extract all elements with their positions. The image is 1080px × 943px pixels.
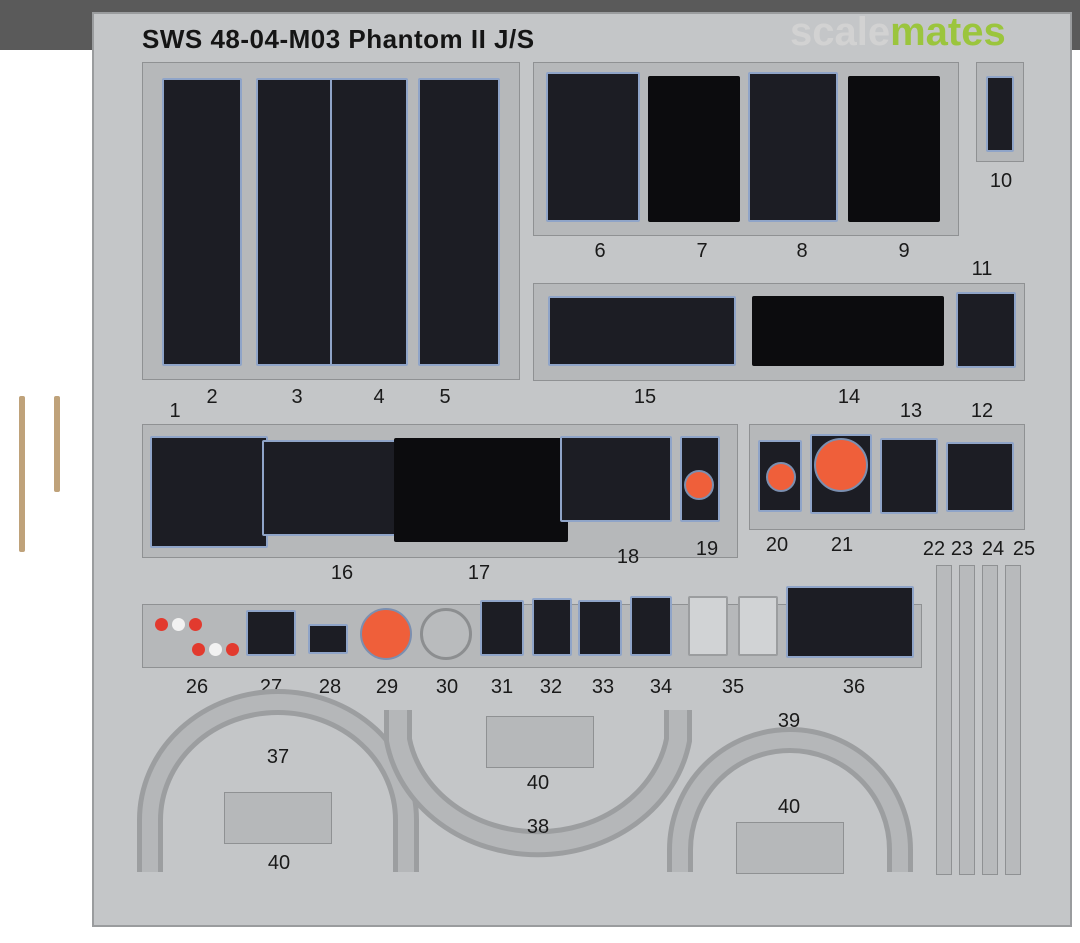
brass-rod bbox=[19, 396, 25, 552]
part-label-16: 16 bbox=[330, 562, 354, 584]
part-25-strip bbox=[1005, 565, 1021, 875]
part-label-36: 36 bbox=[842, 676, 866, 698]
part-label-38: 38 bbox=[526, 816, 550, 838]
part-label-9: 9 bbox=[898, 240, 910, 262]
part-30-ring bbox=[420, 608, 472, 660]
part-28-panel bbox=[308, 624, 348, 654]
part-10-panel bbox=[986, 76, 1014, 152]
part-label-40: 40 bbox=[267, 852, 291, 874]
part-26-red-dot bbox=[192, 643, 205, 656]
part-label-39: 39 bbox=[777, 710, 801, 732]
part-31-panel bbox=[480, 600, 524, 656]
part-40b-frame bbox=[224, 792, 332, 844]
part-2-panel bbox=[162, 78, 242, 366]
part-label-5: 5 bbox=[439, 386, 451, 408]
part-7-panel bbox=[648, 76, 740, 222]
part-32-panel bbox=[532, 598, 572, 656]
part-26-red-dot bbox=[189, 618, 202, 631]
part-label-11: 11 bbox=[971, 258, 993, 280]
part-8-panel bbox=[748, 72, 838, 222]
part-label-19: 19 bbox=[695, 538, 719, 560]
part-23-strip bbox=[959, 565, 975, 875]
part-label-22: 22 bbox=[922, 538, 946, 560]
part-18-panel bbox=[560, 436, 672, 522]
part-label-30: 30 bbox=[435, 676, 459, 698]
part-label-28: 28 bbox=[318, 676, 342, 698]
part-35a-panel bbox=[688, 596, 728, 656]
part-33-panel bbox=[578, 600, 622, 656]
part-40a-frame bbox=[486, 716, 594, 768]
part-26-red-dot bbox=[155, 618, 168, 631]
part-label-25: 25 bbox=[1012, 538, 1036, 560]
part-26-white-dot bbox=[172, 618, 185, 631]
part-21-instrument bbox=[814, 438, 868, 492]
part-24-strip bbox=[982, 565, 998, 875]
part-label-33: 33 bbox=[591, 676, 615, 698]
part-9-panel bbox=[848, 76, 940, 222]
part-label-4: 4 bbox=[373, 386, 385, 408]
part-label-18: 18 bbox=[616, 546, 640, 568]
part-14-panel bbox=[752, 296, 944, 366]
part-5-panel bbox=[418, 78, 500, 366]
part-15-panel bbox=[548, 296, 736, 366]
fret-title: SWS 48-04-M03 Phantom II J/S bbox=[142, 24, 535, 54]
part-label-14: 14 bbox=[837, 386, 861, 408]
part-17-panel bbox=[394, 438, 568, 542]
part-label-26: 26 bbox=[185, 676, 209, 698]
part-19-instrument bbox=[684, 470, 714, 500]
part-35b-panel bbox=[738, 596, 778, 656]
part-6-panel bbox=[546, 72, 640, 222]
part-label-3: 3 bbox=[291, 386, 303, 408]
part-label-40: 40 bbox=[777, 796, 801, 818]
part-20-instrument bbox=[766, 462, 796, 492]
part-label-29: 29 bbox=[375, 676, 399, 698]
part-label-12: 12 bbox=[970, 400, 994, 422]
part-label-17: 17 bbox=[467, 562, 491, 584]
part-11-panel bbox=[956, 292, 1016, 368]
part-3-panel bbox=[256, 78, 334, 366]
part-label-24: 24 bbox=[981, 538, 1005, 560]
part-label-23: 23 bbox=[950, 538, 974, 560]
part-label-37: 37 bbox=[266, 746, 290, 768]
part-label-20: 20 bbox=[765, 534, 789, 556]
part-label-8: 8 bbox=[796, 240, 808, 262]
part-1-panel bbox=[150, 436, 268, 548]
part-34-panel bbox=[630, 596, 672, 656]
part-40c-frame bbox=[736, 822, 844, 874]
part-label-21: 21 bbox=[830, 534, 854, 556]
part-label-15: 15 bbox=[633, 386, 657, 408]
part-29-instrument bbox=[360, 608, 412, 660]
part-36-panel bbox=[786, 586, 914, 658]
part-26-red-dot bbox=[226, 643, 239, 656]
part-label-10: 10 bbox=[989, 170, 1013, 192]
part-26-white-dot bbox=[209, 643, 222, 656]
watermark-logo: scalemates bbox=[790, 10, 1006, 54]
brass-rod bbox=[54, 396, 60, 492]
part-label-1: 1 bbox=[169, 400, 181, 422]
part-label-40: 40 bbox=[526, 772, 550, 794]
part-label-32: 32 bbox=[539, 676, 563, 698]
part-13-panel bbox=[880, 438, 938, 514]
part-label-31: 31 bbox=[490, 676, 514, 698]
part-12-panel bbox=[946, 442, 1014, 512]
part-label-7: 7 bbox=[696, 240, 708, 262]
part-label-6: 6 bbox=[594, 240, 606, 262]
part-22-strip bbox=[936, 565, 952, 875]
part-label-2: 2 bbox=[206, 386, 218, 408]
part-4-panel bbox=[330, 78, 408, 366]
part-27-panel bbox=[246, 610, 296, 656]
part-label-13: 13 bbox=[899, 400, 923, 422]
part-label-34: 34 bbox=[649, 676, 673, 698]
part-label-35: 35 bbox=[721, 676, 745, 698]
